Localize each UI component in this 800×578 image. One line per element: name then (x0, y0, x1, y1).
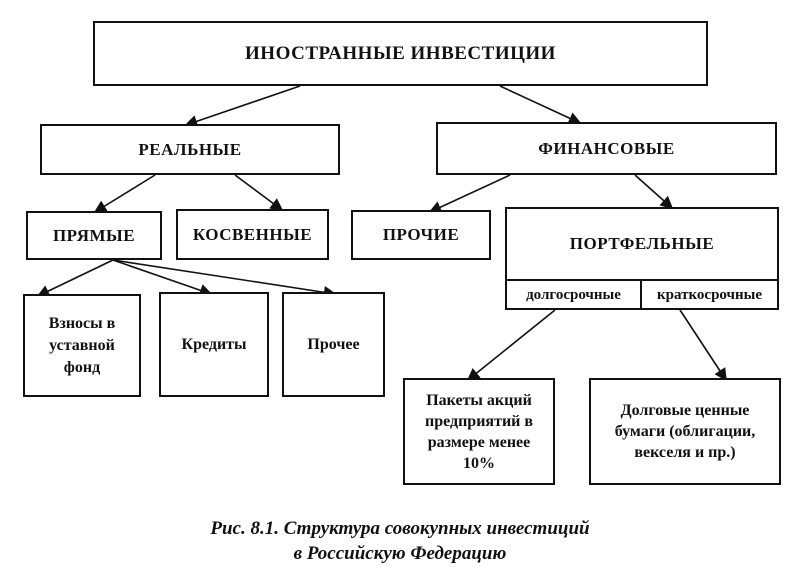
contributions-line-3: фонд (63, 358, 101, 376)
portfolio-divider-h (507, 279, 777, 281)
misc-label: Прочее (307, 335, 360, 353)
indirect-label: КОСВЕННЫЕ (192, 224, 313, 244)
shares-line-4: 10% (463, 454, 495, 472)
portfolio-node: ПОРТФЕЛЬНЫЕ долгосрочные краткосрочные (505, 207, 779, 310)
edge-direct-misc (112, 259, 337, 299)
contributions-node: Взносы в уставной фонд (23, 294, 141, 397)
short-term-label: краткосрочные (657, 287, 762, 303)
edge-root-real (184, 85, 301, 128)
shares-node: Пакеты акций предприятий в размере менее… (403, 378, 555, 485)
shares-line-3: размере менее (427, 433, 531, 451)
other-node: ПРОЧИЕ (351, 210, 491, 260)
edge-real-indirect (234, 174, 284, 211)
indirect-node: КОСВЕННЫЕ (176, 209, 329, 260)
direct-label: ПРЯМЫЕ (52, 225, 136, 245)
shares-line-1: Пакеты акций (426, 391, 532, 409)
edge-financial-other (428, 174, 511, 214)
other-label: ПРОЧИЕ (382, 225, 460, 244)
root-label: ИНОСТРАННЫЕ ИНВЕСТИЦИИ (245, 42, 556, 64)
long-term-cell: долгосрочные (507, 281, 640, 310)
direct-node: ПРЯМЫЕ (26, 211, 162, 260)
root-node: ИНОСТРАННЫЕ ИНВЕСТИЦИИ (93, 21, 708, 86)
edge-direct-contributions (36, 259, 114, 297)
portfolio-divider-v (640, 279, 642, 310)
edge-longterm-shares (466, 309, 556, 382)
figure-caption-line-1: Рис. 8.1. Структура совокупных инвестици… (0, 517, 800, 541)
credits-label: Кредиты (181, 335, 247, 353)
edge-direct-credits (112, 259, 213, 297)
caption-text-1: Рис. 8.1. Структура совокупных инвестици… (210, 518, 590, 539)
portfolio-title: ПОРТФЕЛЬНЫЕ (507, 209, 777, 279)
contributions-line-2: уставной (49, 336, 115, 354)
caption-text-2: в Российскую Федерацию (293, 543, 507, 564)
edge-root-financial (499, 85, 582, 125)
debt-node: Долговые ценные бумаги (облигации, вексе… (589, 378, 781, 485)
shares-line-2: предприятий в (424, 412, 534, 430)
real-node: РЕАЛЬНЫЕ (40, 124, 340, 175)
long-term-label: долгосрочные (526, 287, 621, 303)
financial-label: ФИНАНСОВЫЕ (538, 138, 675, 158)
financial-node: ФИНАНСОВЫЕ (436, 122, 777, 175)
credits-node: Кредиты (159, 292, 269, 397)
figure-caption-line-2: в Российскую Федерацию (0, 542, 800, 566)
edge-real-direct (93, 174, 156, 213)
contributions-line-1: Взносы в (48, 314, 116, 332)
debt-line-3: векселя и пр.) (634, 444, 736, 461)
edge-financial-portfolio (634, 174, 674, 210)
debt-line-1: Долговые ценные (620, 402, 750, 419)
portfolio-label: ПОРТФЕЛЬНЫЕ (569, 234, 715, 253)
edge-shortterm-debt (679, 309, 727, 382)
real-label: РЕАЛЬНЫЕ (138, 139, 242, 159)
short-term-cell: краткосрочные (642, 281, 777, 310)
debt-line-2: бумаги (облигации, (614, 423, 756, 440)
misc-node: Прочее (282, 292, 385, 397)
